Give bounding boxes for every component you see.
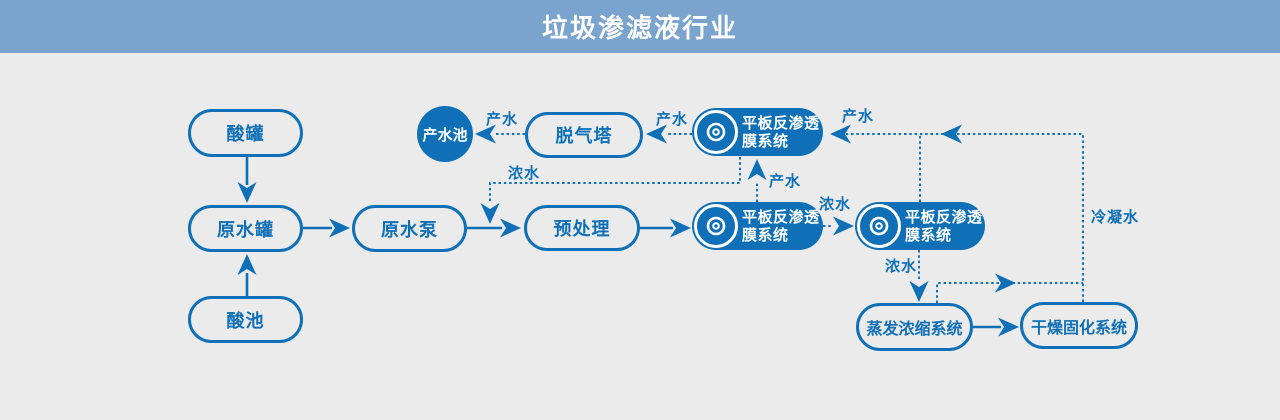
- node-pretreatment: 预处理: [524, 205, 640, 251]
- node-acid-pool-label: 酸池: [226, 310, 265, 332]
- label-condensate: 冷凝水: [1091, 208, 1140, 226]
- node-ro-system-1: 平板反渗透 膜系统: [692, 108, 823, 156]
- edge-degassing-tower-to-product-pool: [475, 124, 525, 144]
- node-product-water-pool-label: 产水池: [422, 125, 468, 144]
- node-acid-tank: 酸罐: [188, 109, 303, 157]
- node-ro-system-3-label: 平板反渗透 膜系统: [905, 208, 983, 244]
- ro-membrane-icon: [694, 110, 738, 154]
- node-ro-system-3: 平板反渗透 膜系统: [855, 202, 985, 250]
- node-acid-tank-label: 酸罐: [226, 124, 265, 145]
- node-degassing-tower-label: 脱气塔: [555, 126, 613, 147]
- ro-label-line2: 膜系统: [742, 132, 789, 150]
- edge-condensate-return: [830, 124, 1084, 302]
- edge-evaporation-to-drying: [973, 317, 1019, 337]
- label-concentrate-to-evaporation: 浓水: [885, 257, 918, 275]
- label-product-water-to-ro1: 产水: [842, 107, 875, 125]
- node-degassing-tower: 脱气塔: [525, 112, 643, 158]
- header-banner: 垃圾渗滤液行业: [0, 0, 1280, 53]
- node-ro-system-2: 平板反渗透 膜系统: [692, 202, 823, 250]
- node-acid-pool: 酸池: [188, 296, 303, 343]
- ro-label-line1: 平板反渗透: [905, 208, 983, 226]
- ro-label-line1: 平板反渗透: [742, 114, 820, 132]
- edge-raw-water-pump-to-pretreatment: [467, 218, 521, 238]
- node-raw-water-pump: 原水泵: [352, 205, 467, 252]
- edge-raw-water-tank-to-raw-water-pump: [303, 218, 350, 238]
- label-concentrate-recycle: 浓水: [508, 164, 541, 182]
- node-raw-water-pump-label: 原水泵: [381, 219, 438, 241]
- edge-ro2-concentrate-to-ro3: [823, 216, 854, 236]
- ro-label-line1: 平板反渗透: [742, 208, 820, 226]
- node-evaporation-system: 蒸发浓缩系统: [856, 303, 973, 351]
- node-raw-water-tank-label: 原水罐: [217, 219, 274, 241]
- label-product-water-to-tower: 产水: [656, 110, 689, 128]
- edge-ro2-product-to-ro1: [747, 159, 767, 202]
- page-title: 垃圾渗滤液行业: [541, 14, 738, 44]
- ro-label-line2: 膜系统: [742, 226, 789, 244]
- ro-membrane-icon: [857, 204, 901, 248]
- label-product-water-ro2-to-ro1: 产水: [769, 172, 802, 190]
- node-raw-water-tank: 原水罐: [188, 205, 303, 252]
- edge-evaporation-condensate: [936, 273, 1083, 303]
- edge-pretreatment-to-ro2: [640, 218, 691, 238]
- ro-label-line2: 膜系统: [905, 226, 952, 244]
- edge-ro3-concentrate-to-evaporation: [909, 250, 929, 302]
- node-pretreatment-label: 预处理: [553, 219, 611, 240]
- ro-membrane-icon: [694, 204, 738, 248]
- edge-ro1-concentrate-recycle: [480, 157, 741, 224]
- edge-acid-tank-to-raw-water-tank: [237, 157, 257, 203]
- node-ro-system-1-label: 平板反渗透 膜系统: [742, 114, 820, 150]
- node-drying-system-label: 干燥固化系统: [1030, 317, 1127, 337]
- edge-acid-pool-to-raw-water-tank: [237, 254, 257, 296]
- label-concentrate-ro2-to-ro3: 浓水: [819, 195, 852, 213]
- node-product-water-pool: 产水池: [417, 106, 473, 162]
- label-product-water-to-pool: 产水: [486, 110, 519, 128]
- edge-ro1-to-degassing-tower: [646, 124, 692, 144]
- node-ro-system-2-label: 平板反渗透 膜系统: [742, 208, 820, 244]
- node-drying-system: 干燥固化系统: [1020, 302, 1138, 349]
- node-evaporation-system-label: 蒸发浓缩系统: [866, 319, 963, 338]
